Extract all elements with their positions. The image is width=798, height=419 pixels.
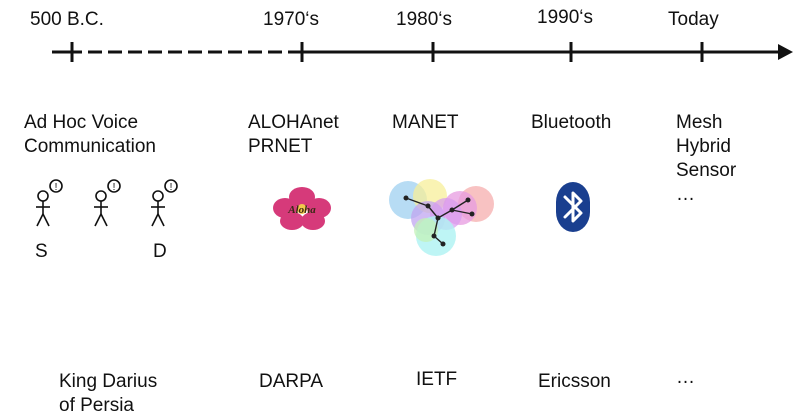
org-ancient: King Darius of Persia (59, 370, 157, 418)
tech-eighties-line-1: MANET (392, 112, 459, 133)
stick-figure-destination (151, 179, 178, 227)
tech-seventies-line-2: PRNET (248, 136, 313, 157)
tech-ancient: Ad Hoc Voice Communication (24, 111, 156, 159)
org-seventies-line-1: DARPA (259, 371, 324, 392)
tech-ancient-line-2: Communication (24, 136, 156, 157)
tech-today-line-1: Mesh (676, 112, 723, 133)
tech-seventies: ALOHAnet PRNET (248, 111, 339, 159)
tech-today-line-3: Sensor (676, 160, 737, 181)
org-eighties-line-1: IETF (416, 369, 458, 390)
tech-eighties: MANET (392, 111, 459, 135)
org-today: … (676, 366, 695, 390)
manet-network-graph (389, 179, 494, 256)
source-label: S (35, 241, 48, 262)
aloha-logo: Aloha (273, 187, 331, 230)
org-ancient-line-2: of Persia (59, 395, 134, 416)
speech-glyph-destination: ! (170, 182, 173, 193)
stick-figures-illustration: ! ! ! (36, 179, 178, 227)
era-label-500bc: 500 B.C. (30, 9, 104, 30)
stick-figure-relay (94, 179, 121, 227)
org-ancient-line-1: King Darius (59, 371, 158, 392)
speech-glyph-relay: ! (113, 182, 116, 193)
tech-today: Mesh Hybrid Sensor … (676, 111, 736, 207)
bluetooth-icon (556, 182, 590, 232)
timeline-arrowhead (778, 44, 793, 60)
timeline-axis (52, 42, 793, 62)
tech-ancient-line-1: Ad Hoc Voice (24, 112, 139, 133)
era-label-1970s: 1970‘s (263, 9, 319, 30)
org-eighties: IETF (416, 368, 457, 392)
speech-glyph-source: ! (55, 182, 58, 193)
tech-nineties-line-1: Bluetooth (531, 112, 612, 133)
era-label-today: Today (668, 9, 719, 30)
tech-nineties: Bluetooth (531, 111, 611, 135)
tech-today-line-2: Hybrid (676, 136, 731, 157)
stick-figure-source (36, 179, 63, 227)
tech-seventies-line-1: ALOHAnet (248, 112, 339, 133)
era-label-1980s: 1980‘s (396, 9, 452, 30)
org-seventies: DARPA (259, 370, 323, 394)
aloha-logo-text: Aloha (287, 204, 316, 216)
org-nineties-line-1: Ericsson (538, 371, 611, 392)
era-label-1990s: 1990‘s (537, 7, 593, 28)
org-nineties: Ericsson (538, 370, 611, 394)
tech-today-line-4: … (676, 184, 695, 205)
dest-label: D (153, 241, 167, 262)
org-today-line-1: … (676, 367, 695, 388)
